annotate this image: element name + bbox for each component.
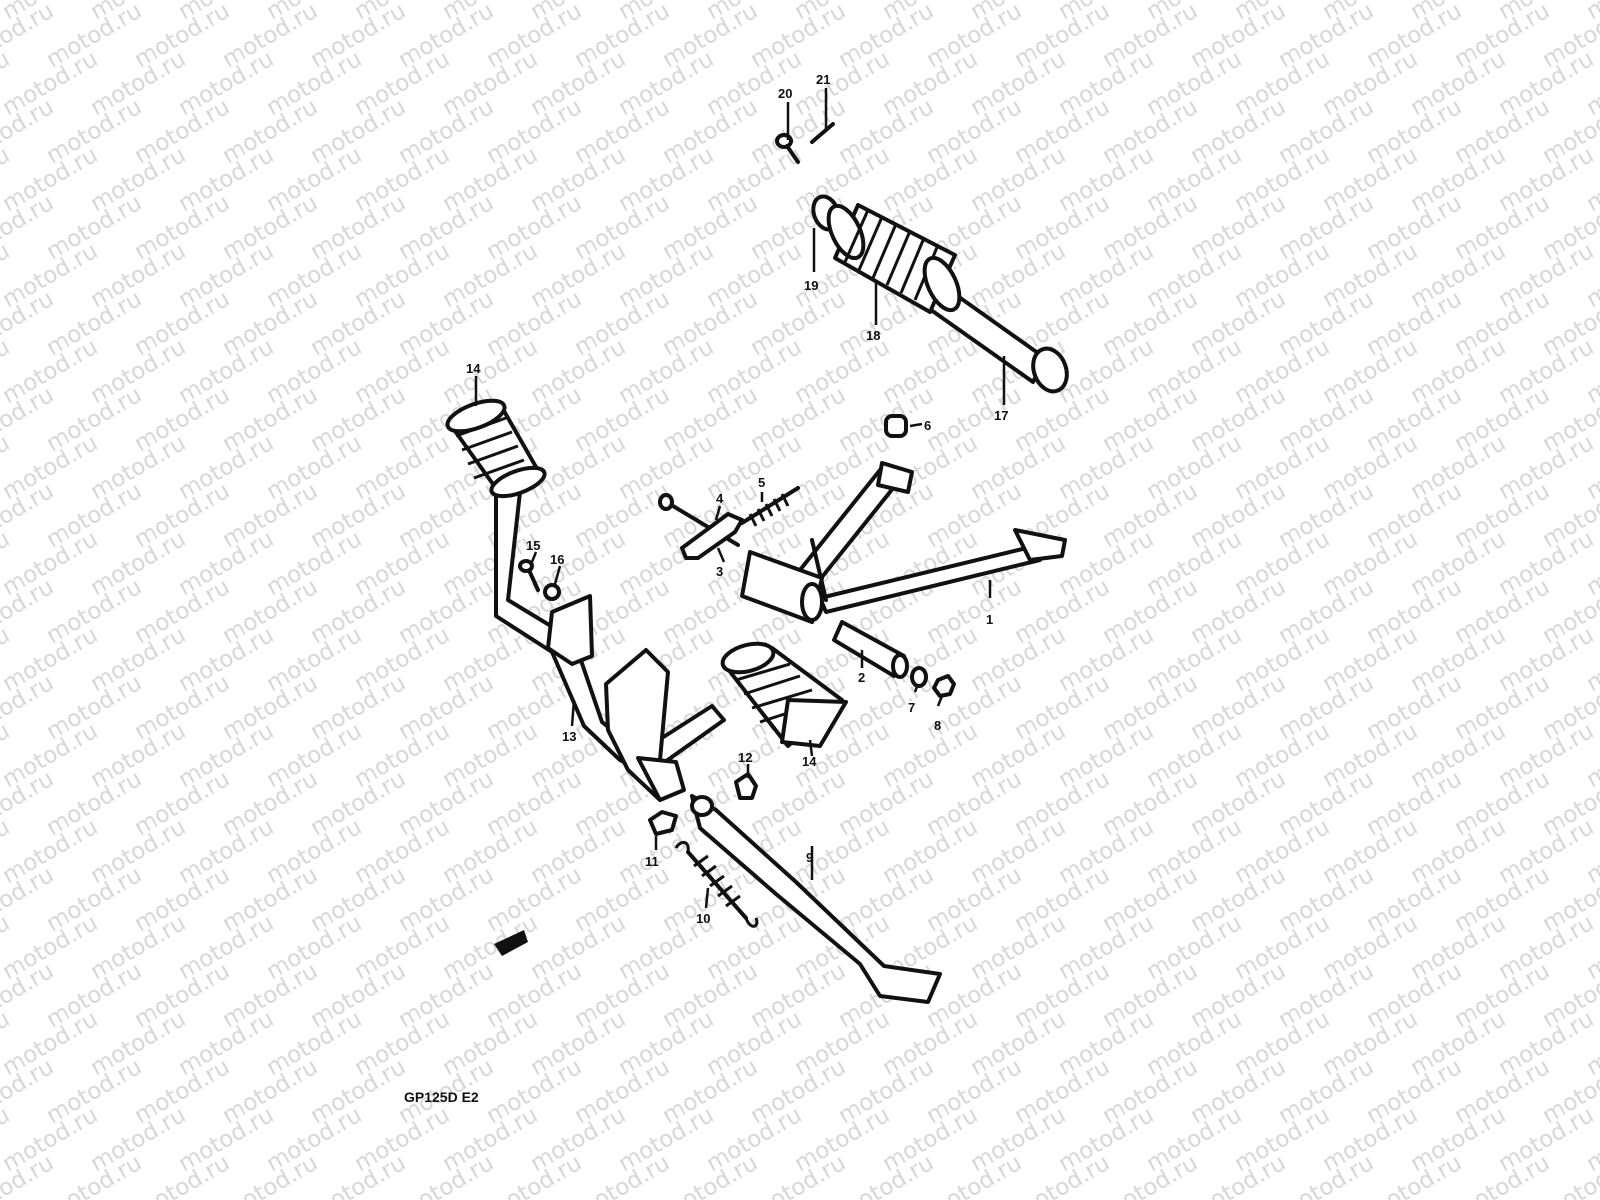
callout-20: 20 <box>778 86 792 101</box>
part-3-bolt-head-icon <box>658 493 674 511</box>
callout-4: 4 <box>716 491 724 506</box>
part-12-stopper-icon <box>734 772 758 800</box>
callout-10: 10 <box>696 911 710 926</box>
part-11-bolt-icon <box>648 810 678 836</box>
callout-3: 3 <box>716 564 723 579</box>
callout-21: 21 <box>816 72 830 87</box>
callout-14-upper: 14 <box>466 361 481 376</box>
callout-15: 15 <box>526 538 540 553</box>
part-9-side-stand-icon <box>690 794 942 1004</box>
callout-19: 19 <box>804 278 818 293</box>
model-label: GP125D E2 <box>404 1089 479 1105</box>
callout-12: 12 <box>738 750 752 765</box>
callout-6: 6 <box>924 418 931 433</box>
callout-17: 17 <box>994 408 1008 423</box>
part-5-spring-icon <box>740 486 800 527</box>
part-15-bolt-head-icon <box>518 559 534 573</box>
parts-drawing <box>445 122 1069 1004</box>
callout-8: 8 <box>934 718 941 733</box>
part-13-footrest-bar-icon <box>494 488 726 802</box>
part-21-pin-icon <box>810 122 835 144</box>
part-14-footpeg-rubber-lower-icon <box>720 641 848 748</box>
callout-7: 7 <box>908 700 915 715</box>
part-10-spring-icon <box>674 841 759 928</box>
part-8-nut-icon <box>932 674 956 698</box>
front-arrow-icon <box>494 930 528 956</box>
callout-9: 9 <box>806 850 813 865</box>
callout-2: 2 <box>858 670 865 685</box>
callout-labels: 1 2 3 4 5 6 7 8 9 10 11 12 13 14 14 15 1… <box>466 72 1008 926</box>
part-14-footpeg-rubber-upper-icon <box>445 398 547 499</box>
callout-14-lower: 14 <box>802 754 817 769</box>
callout-16: 16 <box>550 552 564 567</box>
callout-1: 1 <box>986 612 993 627</box>
part-6-stopper-icon <box>884 414 908 438</box>
callout-18: 18 <box>866 328 880 343</box>
part-2-stand-shaft-icon <box>832 620 909 679</box>
callout-13: 13 <box>562 729 576 744</box>
part-7-washer-icon <box>910 666 928 688</box>
part-1-center-stand-icon <box>740 461 1067 624</box>
part-16-nut-icon <box>543 583 561 601</box>
callout-5: 5 <box>758 475 765 490</box>
part-4-bracket-icon <box>680 512 744 560</box>
callout-11: 11 <box>645 854 659 869</box>
part-18-rubber-sleeve-icon <box>826 203 962 314</box>
leader-lines <box>474 88 1006 909</box>
